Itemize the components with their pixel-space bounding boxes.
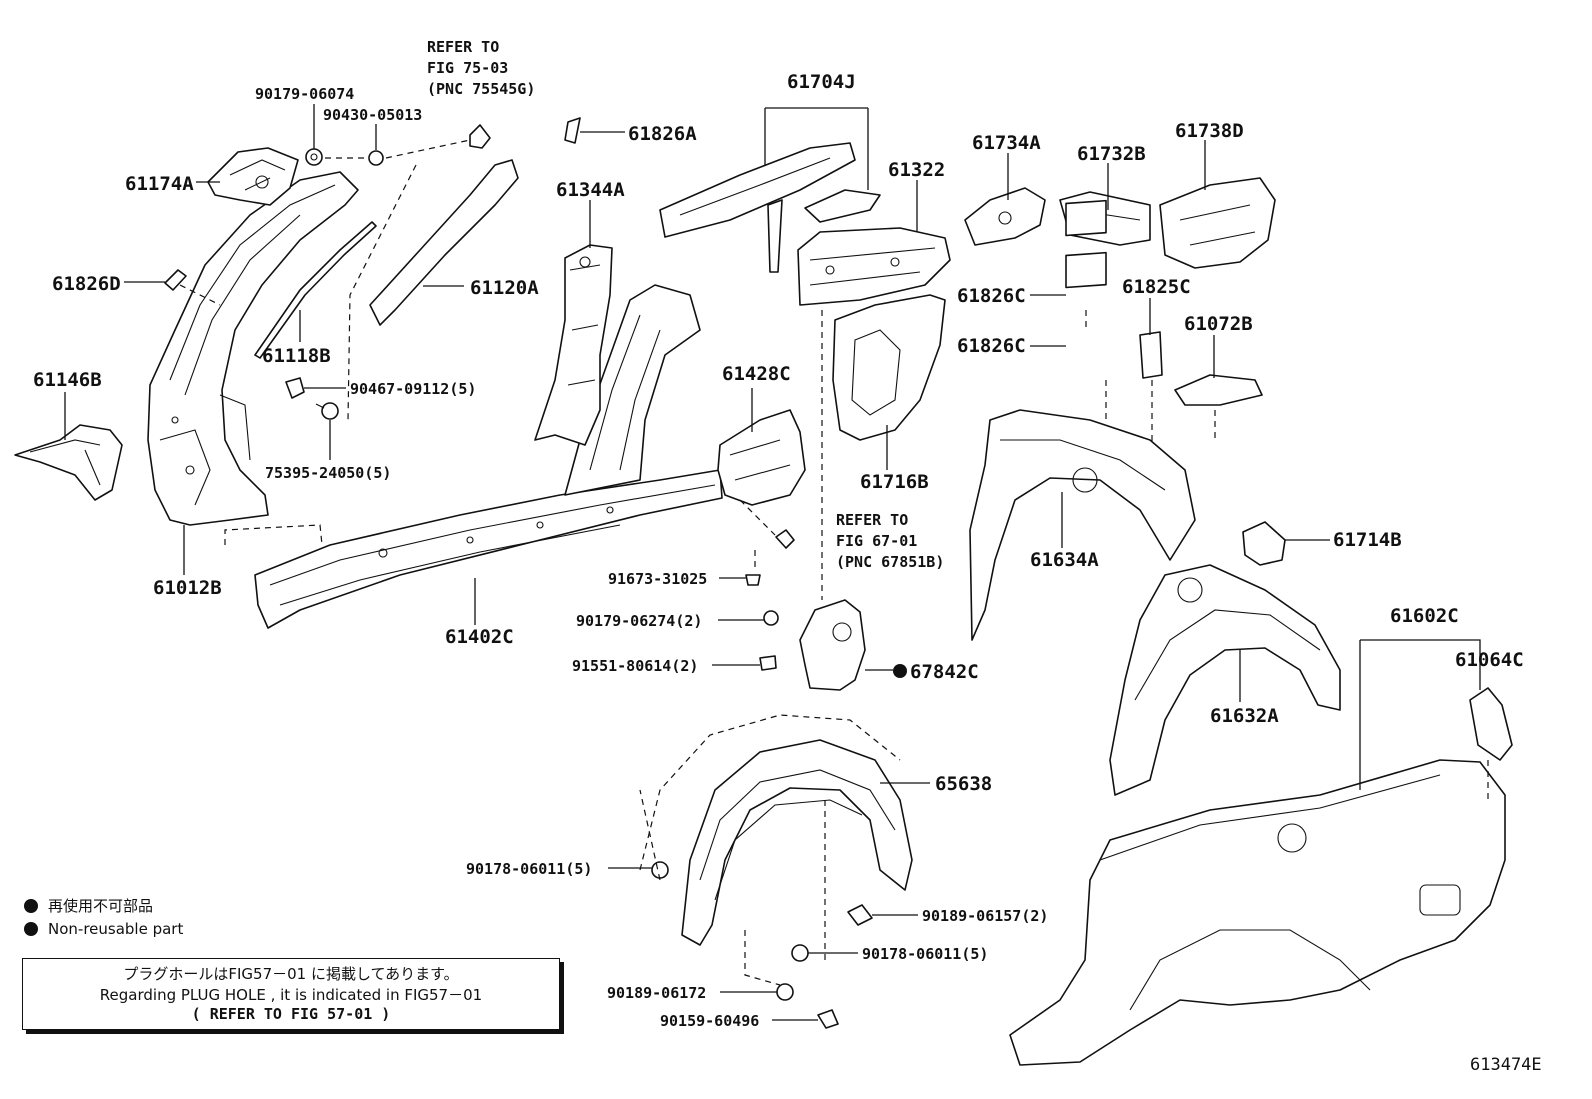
note-line-3: ( REFER TO FIG 57-01 ) bbox=[191, 1005, 391, 1023]
label-90159-60496: 90159-60496 bbox=[660, 1012, 759, 1030]
label-61120a: 61120A bbox=[470, 277, 539, 299]
part-61072b-shape bbox=[1174, 374, 1263, 406]
refer-mid-line2: FIG 67-01 bbox=[836, 532, 917, 550]
label-90179-06274: 90179-06274(2) bbox=[576, 612, 702, 630]
label-90189-06157: 90189-06157(2) bbox=[922, 907, 1048, 925]
refer-note-mid: REFER TO FIG 67-01 (PNC 67851B) bbox=[836, 511, 944, 571]
label-91673-31025: 91673-31025 bbox=[608, 570, 707, 588]
part-61704j-shape bbox=[659, 142, 881, 273]
part-61344a-shape bbox=[534, 244, 613, 446]
label-91551-80614: 91551-80614(2) bbox=[572, 657, 698, 675]
part-61734a-shape bbox=[964, 187, 1046, 246]
part-61714b-shape bbox=[1242, 521, 1286, 566]
part-61826c-a-shape bbox=[1065, 199, 1107, 237]
part-61826d-shape bbox=[164, 269, 187, 291]
plug-hole-note: プラグホールはFIG57－01 に掲載してあります。 Regarding PLU… bbox=[22, 958, 560, 1030]
label-90178-06011-b: 90178-06011(5) bbox=[862, 945, 988, 963]
label-61174a: 61174A bbox=[125, 173, 194, 195]
label-61825c: 61825C bbox=[1122, 276, 1191, 298]
label-61602c: 61602C bbox=[1390, 605, 1459, 627]
label-61738d: 61738D bbox=[1175, 120, 1244, 142]
fasteners-bottom bbox=[651, 861, 873, 1029]
label-61344a: 61344A bbox=[556, 179, 625, 201]
part-61602c-shape bbox=[1009, 759, 1506, 1066]
legend-en-text: Non-reusable part bbox=[48, 920, 184, 938]
label-61064c: 61064C bbox=[1455, 649, 1524, 671]
refer-top-line2: FIG 75-03 bbox=[427, 59, 508, 77]
part-61402c-shape bbox=[254, 469, 723, 629]
label-61714b: 61714B bbox=[1333, 529, 1402, 551]
label-61632a: 61632A bbox=[1210, 705, 1279, 727]
part-61826c-b-shape bbox=[1065, 251, 1107, 289]
bullet-icon bbox=[24, 922, 38, 936]
label-90179-06074: 90179-06074 bbox=[255, 85, 354, 103]
refer-top-line3: (PNC 75545G) bbox=[427, 80, 535, 98]
part-61064c-shape bbox=[1469, 687, 1513, 761]
part-61118b-shape bbox=[254, 221, 377, 359]
label-75395-24050: 75395-24050(5) bbox=[265, 464, 391, 482]
label-61732b: 61732B bbox=[1077, 143, 1146, 165]
fasteners-center bbox=[745, 529, 795, 671]
assembly-dashed-lines bbox=[179, 139, 1489, 986]
label-90178-06011-a: 90178-06011(5) bbox=[466, 860, 592, 878]
part-61825c-shape bbox=[1139, 331, 1163, 379]
label-67842c: 67842C bbox=[910, 661, 979, 683]
legend-jp-text: 再使用不可部品 bbox=[48, 897, 154, 915]
legend-jp: 再使用不可部品 bbox=[24, 895, 153, 916]
label-90467-09112: 90467-09112(5) bbox=[350, 380, 476, 398]
part-61634a-shape bbox=[969, 409, 1196, 641]
label-61146b: 61146B bbox=[33, 369, 102, 391]
fasteners-top bbox=[285, 124, 491, 420]
label-61826c-a: 61826C bbox=[957, 285, 1026, 307]
part-61428c-shape bbox=[717, 409, 806, 506]
label-61704j: 61704J bbox=[787, 71, 856, 93]
label-90430-05013: 90430-05013 bbox=[323, 106, 422, 124]
refer-mid-line1: REFER TO bbox=[836, 511, 908, 529]
label-61826c-b: 61826C bbox=[957, 335, 1026, 357]
note-line-2: Regarding PLUG HOLE , it is indicated in… bbox=[99, 986, 483, 1004]
label-61428c: 61428C bbox=[722, 363, 791, 385]
part-67842c-shape bbox=[799, 599, 866, 691]
part-61322-shape bbox=[797, 227, 951, 306]
label-65638: 65638 bbox=[935, 773, 992, 795]
label-61118b: 61118B bbox=[262, 345, 331, 367]
part-labels: 90179-06074 90430-05013 61174A 61826D 61… bbox=[33, 71, 1524, 1030]
label-61634a: 61634A bbox=[1030, 549, 1099, 571]
label-61734a: 61734A bbox=[972, 132, 1041, 154]
part-61632a-shape bbox=[1109, 564, 1341, 796]
part-61174a-shape bbox=[207, 147, 299, 206]
part-61120a-shape bbox=[369, 159, 519, 326]
non-reusable-marker bbox=[893, 664, 907, 678]
refer-note-top: REFER TO FIG 75-03 (PNC 75545G) bbox=[427, 38, 535, 98]
label-90189-06172: 90189-06172 bbox=[607, 984, 706, 1002]
label-61716b: 61716B bbox=[860, 471, 929, 493]
label-61322: 61322 bbox=[888, 159, 945, 181]
refer-top-line1: REFER TO bbox=[427, 38, 499, 56]
figure-number: 613474E bbox=[1470, 1055, 1542, 1075]
label-61826a: 61826A bbox=[628, 123, 697, 145]
label-61072b: 61072B bbox=[1184, 313, 1253, 335]
label-61402c: 61402C bbox=[445, 626, 514, 648]
label-61012b: 61012B bbox=[153, 577, 222, 599]
label-61826d: 61826D bbox=[52, 273, 121, 295]
part-61826a-shape bbox=[564, 117, 581, 144]
refer-mid-line3: (PNC 67851B) bbox=[836, 553, 944, 571]
liner-ghost-outline bbox=[639, 714, 901, 871]
part-61146b-shape bbox=[14, 424, 123, 501]
bullet-icon bbox=[24, 899, 38, 913]
part-61738d-shape bbox=[1159, 177, 1276, 269]
part-61716b-shape bbox=[832, 294, 946, 441]
part-65638-shape bbox=[681, 739, 913, 946]
legend-en: Non-reusable part bbox=[24, 920, 183, 938]
note-line-1: プラグホールはFIG57－01 に掲載してあります。 bbox=[123, 965, 459, 983]
leader-lines bbox=[64, 104, 1481, 1021]
